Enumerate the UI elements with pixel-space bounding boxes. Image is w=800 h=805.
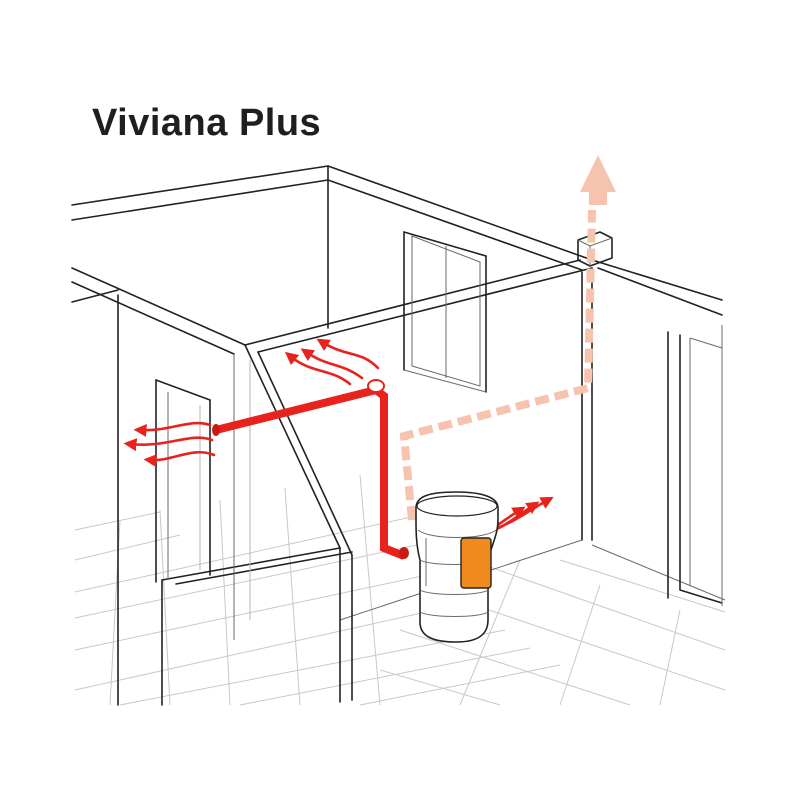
hot-air-duct xyxy=(212,379,409,560)
pellet-stove xyxy=(415,491,499,643)
diagram-title: Viviana Plus xyxy=(92,102,322,144)
exhaust-arrow-icon xyxy=(580,155,616,205)
flue-exhaust-duct xyxy=(399,209,596,521)
back-room xyxy=(71,165,726,621)
floor-tile-grid xyxy=(74,474,726,706)
right-door xyxy=(667,325,723,606)
left-room xyxy=(71,267,353,706)
fire-window xyxy=(460,537,492,589)
